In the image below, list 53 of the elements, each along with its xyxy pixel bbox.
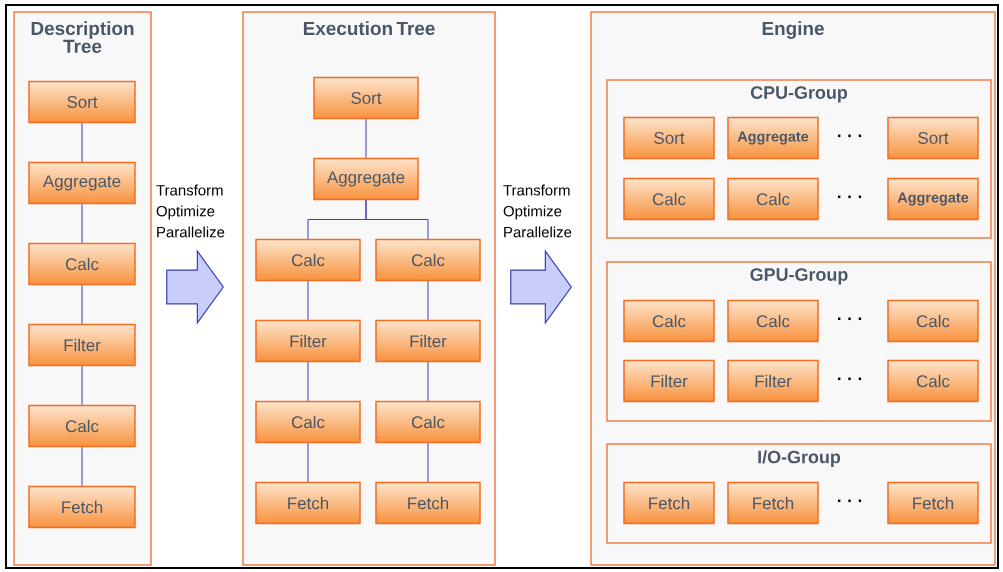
connector-line (427, 361, 429, 402)
connector-line (427, 442, 429, 483)
operator-box: Aggregate (727, 116, 819, 160)
ellipsis: · · · (838, 317, 862, 321)
operator-box: Calc (255, 238, 361, 282)
operator-box: Calc (623, 299, 715, 343)
connector-line (307, 442, 309, 483)
operator-box: Sort (623, 116, 715, 160)
operator-box: Fetch (623, 481, 715, 525)
operator-box: Aggregate (887, 177, 979, 221)
operator-box: Calc (28, 242, 136, 286)
block-arrow (166, 249, 224, 325)
operator-box: Calc (375, 400, 481, 444)
operator-box: Filter (28, 323, 136, 367)
connector-line (365, 199, 429, 240)
operator-box: Fetch (727, 481, 819, 525)
connector-line (81, 446, 83, 487)
operator-box: Sort (887, 116, 979, 160)
operator-box: Fetch (887, 481, 979, 525)
operator-box: Calc (887, 359, 979, 403)
connector-line (365, 118, 367, 159)
operator-box: Calc (375, 238, 481, 282)
connector-line (307, 361, 309, 402)
operator-box: Sort (28, 80, 136, 124)
operator-box: Filter (255, 319, 361, 363)
operator-box: Calc (727, 299, 819, 343)
ellipsis: · · · (838, 195, 862, 199)
connector-line (427, 280, 429, 321)
edge-label: Transform Optimize Parallelize (503, 184, 572, 238)
connector-line (81, 365, 83, 406)
edge-label: Transform Optimize Parallelize (156, 184, 225, 238)
block-arrow (510, 249, 572, 325)
operator-box: Calc (28, 404, 136, 448)
operator-box: Calc (623, 177, 715, 221)
operator-box: Fetch (375, 481, 481, 525)
operator-box: Calc (887, 299, 979, 343)
connector-line (81, 203, 83, 244)
operator-box: Calc (727, 177, 819, 221)
operator-box: Fetch (255, 481, 361, 525)
connector-line (81, 122, 83, 163)
connector-line (81, 284, 83, 325)
operator-box: Aggregate (313, 157, 419, 201)
ellipsis: · · · (838, 499, 862, 503)
ellipsis: · · · (838, 134, 862, 138)
operator-box: Filter (623, 359, 715, 403)
operator-box: Calc (255, 400, 361, 444)
operator-box: Aggregate (28, 161, 136, 205)
ellipsis: · · · (838, 377, 862, 381)
operator-box: Filter (375, 319, 481, 363)
operator-box: Sort (313, 76, 419, 120)
operator-box: Fetch (28, 485, 136, 529)
connector-line (307, 280, 309, 321)
operator-box: Filter (727, 359, 819, 403)
